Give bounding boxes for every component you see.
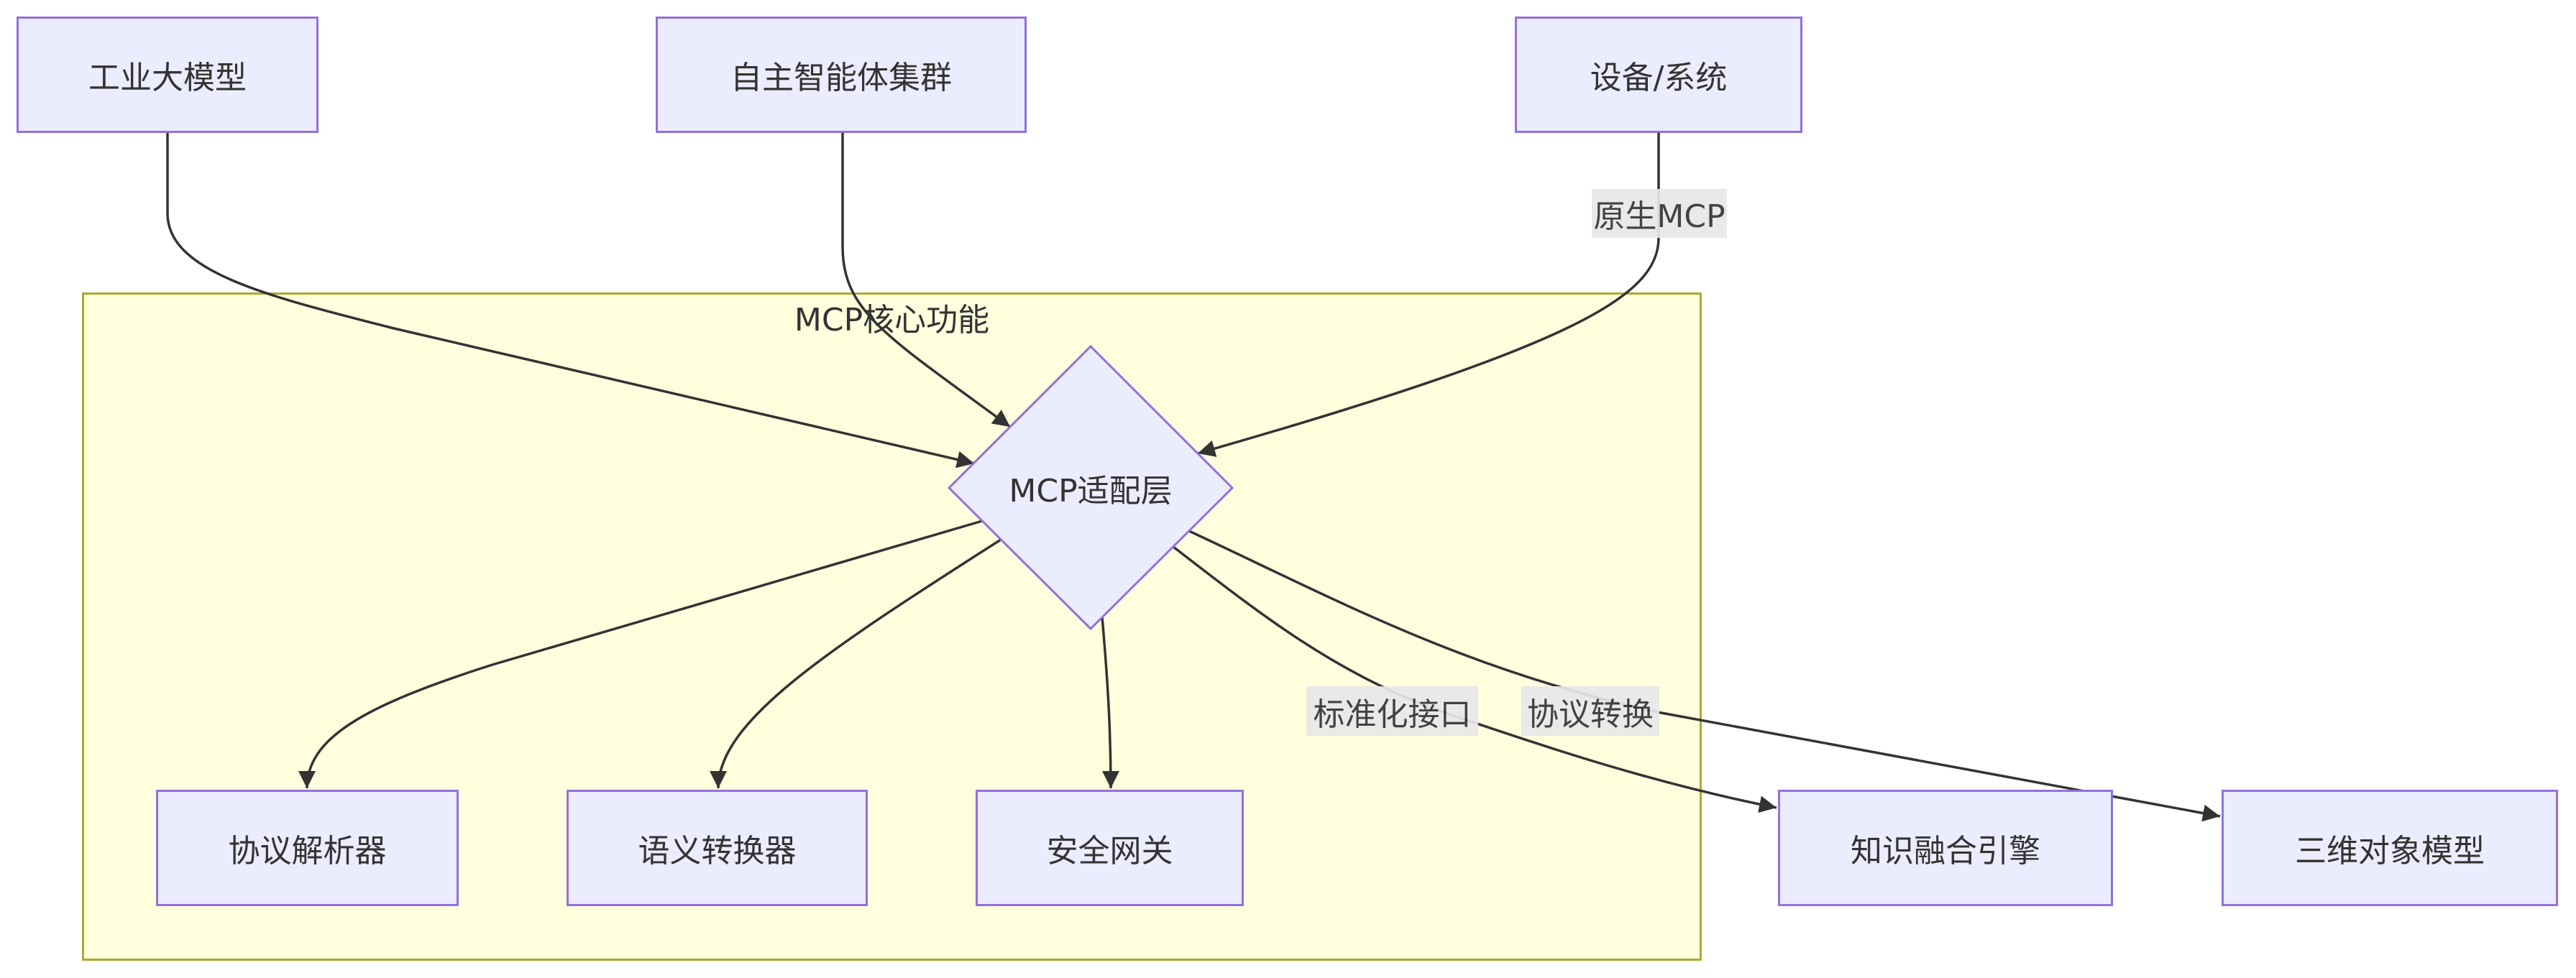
node-industrial-llm: 工业大模型 [17,17,318,133]
edge-label-protocol-conversion: 协议转换 [1521,686,1659,736]
edge-adapter-to-object-model [1188,530,2221,822]
edge-adapter-to-security-gateway [1101,617,1119,789]
cluster-title: MCP核心功能 [794,302,990,338]
edge-industrial-llm-to-adapter [166,133,975,469]
node-security-gateway-label: 安全网关 [1046,833,1173,869]
node-object-model-label: 三维对象模型 [2295,833,2485,869]
edge-adapter-to-knowledge-engine [1172,545,1777,813]
node-device-system: 设备/系统 [1515,17,1802,133]
node-device-system-label: 设备/系统 [1590,60,1728,96]
node-industrial-llm-label: 工业大模型 [88,60,247,96]
node-protocol-parser-label: 协议解析器 [228,833,387,869]
node-security-gateway: 安全网关 [976,790,1244,906]
node-agent-cluster-label: 自主智能体集群 [730,60,952,96]
edge-adapter-to-semantic-converter [710,538,1001,789]
node-semantic-converter: 语义转换器 [567,790,868,906]
edge-label-native-mcp: 原生MCP [1592,189,1727,238]
node-agent-cluster: 自主智能体集群 [656,17,1027,133]
node-protocol-parser: 协议解析器 [156,790,459,906]
edge-agent-cluster-to-adapter [841,133,1012,428]
edge-adapter-to-protocol-parser [298,520,983,789]
node-semantic-converter-label: 语义转换器 [638,833,797,869]
node-knowledge-engine-label: 知识融合引擎 [1851,833,2040,869]
edge-device-system-to-adapter [1197,133,1660,457]
node-knowledge-engine: 知识融合引擎 [1778,790,2113,906]
node-adapter-label: MCP适配层 [1009,473,1173,509]
adapter-diamond [947,344,1234,631]
node-object-model: 三维对象模型 [2222,790,2558,906]
edge-label-standard-interface: 标准化接口 [1306,686,1478,736]
